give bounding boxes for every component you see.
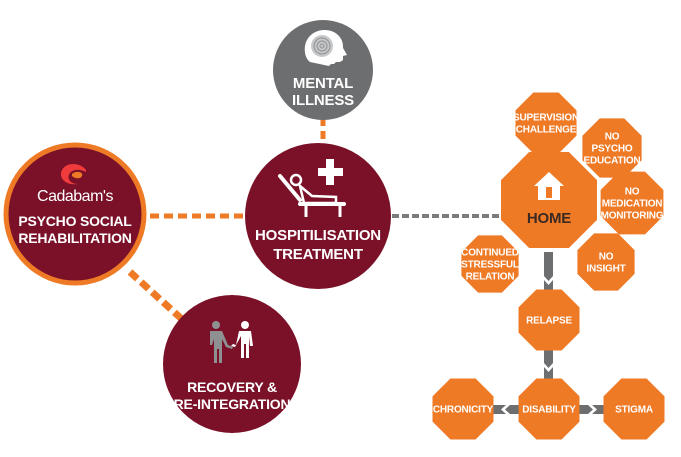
node-mental-illness: MENTAL ILLNESS [273, 20, 373, 120]
chronicity-label: CHRONICITY [433, 405, 494, 416]
connector-home-to-relapse-arrow [544, 276, 553, 285]
connector-disability-to-chronicity [493, 405, 523, 414]
no-insight-line2: INSIGHT [586, 264, 625, 275]
mental-illness-line1: MENTAL [293, 75, 353, 92]
recovery-line2: RE-INTEGRATION [174, 396, 291, 412]
hospitilisation-line1: HOSPITILISATION [255, 227, 381, 244]
cadabams-logo-icon [60, 164, 86, 185]
hospitilisation-line2: TREATMENT [273, 246, 363, 263]
mental-illness-line2: ILLNESS [292, 92, 354, 109]
disability-label: DISABILITY [522, 405, 576, 416]
node-recovery-reintegration: RECOVERY & RE-INTEGRATION [163, 295, 301, 433]
node-disability: DISABILITY [518, 378, 580, 440]
continued-stressful-relation-line2: STRESSFUL [461, 260, 519, 271]
no-medication-monitoring-octagon [600, 171, 664, 235]
relapse-label: RELAPSE [526, 316, 572, 327]
supervision-challenge-octagon [515, 92, 577, 154]
hospital-bed-icon [278, 159, 346, 217]
disability-octagon [518, 378, 580, 440]
hospitilisation-circle [245, 143, 391, 289]
psycho-social-circle [3, 142, 147, 286]
no-medication-monitoring-line3: MONITORING [601, 211, 664, 222]
no-medication-monitoring-line2: MEDICATION [602, 199, 663, 210]
mental-illness-circle [273, 20, 373, 120]
recovery-circle [163, 295, 301, 433]
stigma-label: STIGMA [615, 405, 653, 416]
psycho-social-line1: PSYCHO SOCIAL [18, 213, 132, 229]
connector-disability-to-stigma-arrow [588, 405, 597, 414]
connector-relapse-to-disability-arrow [544, 363, 553, 372]
no-medication-monitoring-line1: NO [625, 187, 640, 198]
continued-stressful-relation-line3: RELATION [466, 272, 515, 283]
no-psycho-education-octagon [582, 118, 642, 178]
connector-disability-to-chronicity-arrow [501, 405, 510, 414]
node-hospitilisation-treatment: HOSPITILISATION TREATMENT [245, 143, 391, 289]
no-psycho-education-line2: PSYCHO [591, 144, 632, 155]
connectors [127, 118, 607, 414]
no-psycho-education-line1: NO [605, 132, 620, 143]
cadabams-brand: Cadabam's [37, 188, 113, 205]
continued-stressful-relation-octagon [461, 235, 519, 293]
chronicity-octagon [432, 378, 494, 440]
node-psycho-social-rehabilitation: Cadabam's PSYCHO SOCIAL REHABILITATION [3, 142, 147, 286]
node-stigma: STIGMA [603, 378, 665, 440]
supervision-challenge-line1: SUPERVISION [513, 113, 579, 124]
connector-home-to-relapse [544, 252, 553, 292]
node-chronicity: CHRONICITY [432, 378, 494, 440]
handshake-icon [210, 321, 253, 363]
no-insight-line1: NO [599, 252, 614, 263]
recovery-line1: RECOVERY & [187, 379, 277, 395]
no-insight-octagon [577, 233, 635, 291]
psycho-social-line2: REHABILITATION [18, 230, 131, 246]
connector-psycho-to-recovery [127, 269, 188, 325]
node-home: HOME [501, 152, 597, 248]
house-icon [534, 172, 564, 200]
connector-disability-to-stigma [575, 405, 607, 414]
octagon-nodes: SUPERVISIONCHALLENGENOPSYCHOEDUCATIONNOM… [432, 92, 665, 440]
home-label: HOME [527, 210, 571, 227]
node-relapse: RELAPSE [518, 289, 580, 351]
continued-stressful-relation-line1: CONTINUED [461, 248, 519, 259]
connector-relapse-to-disability [544, 346, 553, 382]
supervision-challenge-line2: CHALLENGE [516, 125, 577, 136]
stigma-octagon [603, 378, 665, 440]
head-brain-icon [304, 30, 347, 66]
no-psycho-education-line3: EDUCATION [584, 156, 641, 167]
relapse-octagon [518, 289, 580, 351]
